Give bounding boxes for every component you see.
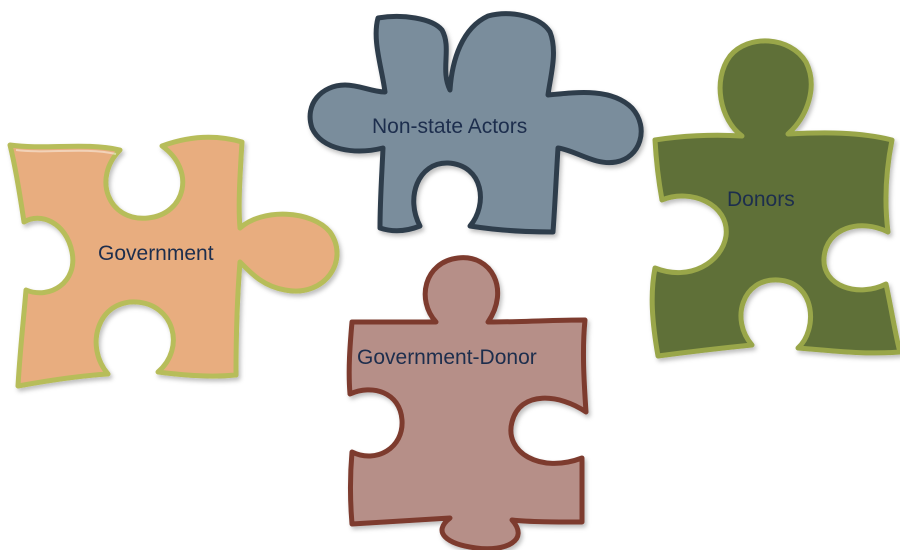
puzzle-piece-non-state-actors: Non-state Actors	[307, 11, 644, 235]
puzzle-piece-non-state-actors-label: Non-state Actors	[372, 115, 527, 138]
puzzle-piece-donors: Donors	[649, 38, 900, 359]
puzzle-piece-donors-shape	[649, 38, 900, 359]
puzzle-piece-government-donor-label: Government-Donor	[357, 346, 537, 369]
puzzle-piece-government: Government	[7, 134, 340, 389]
puzzle-piece-government-shape	[7, 134, 340, 389]
puzzle-piece-donors-label: Donors	[727, 188, 795, 211]
puzzle-piece-government-donor: Government-Donor	[346, 255, 589, 550]
puzzle-piece-government-donor-shape	[346, 255, 589, 550]
puzzle-piece-government-label: Government	[98, 242, 214, 265]
puzzle-piece-non-state-actors-shape	[307, 11, 644, 235]
puzzle-piece-government-highlight	[15, 149, 117, 155]
